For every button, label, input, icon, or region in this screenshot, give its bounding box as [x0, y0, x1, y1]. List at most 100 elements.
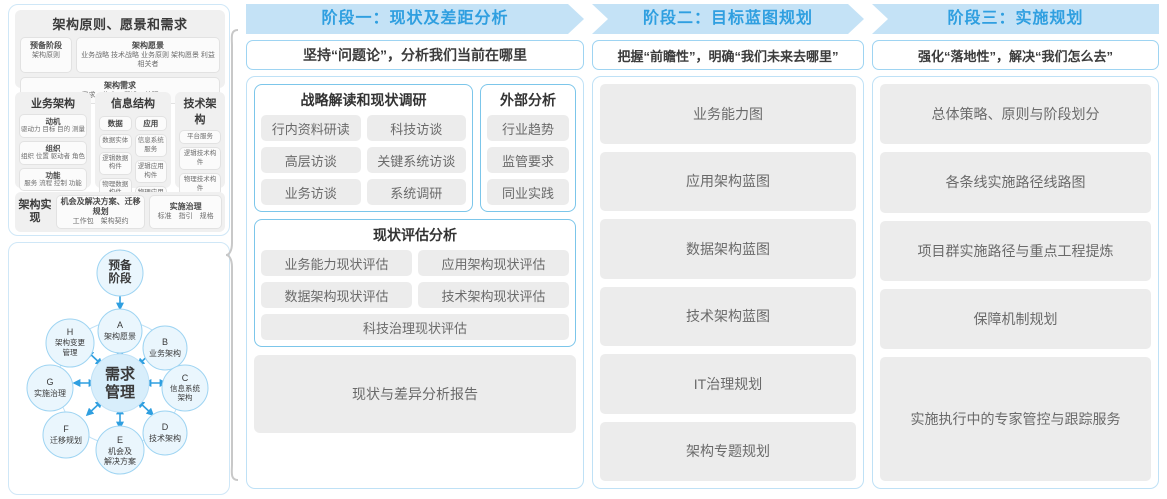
- assessment-item-technology-architecture[interactable]: 技术架构现状评估: [418, 282, 569, 308]
- assessment-item-tech-governance[interactable]: 科技治理现状评估: [261, 314, 569, 340]
- information-system-service-items: 信息系统服务: [137, 137, 164, 153]
- adm-center-line2: 管理: [105, 383, 135, 401]
- organization-items: 组织 位置 驱动者 角色: [21, 153, 85, 161]
- stage-2-item-data-blueprint[interactable]: 数据架构蓝图: [600, 219, 856, 279]
- strategy-item-internal-docs[interactable]: 行内资料研读: [261, 115, 361, 141]
- stage-2-header: 阶段二：目标蓝图规划: [592, 4, 864, 34]
- strategy-item-tech-interview[interactable]: 科技访谈: [366, 115, 466, 141]
- stage-3-title: 阶段三：实施规划: [947, 10, 1084, 27]
- function-head: 功能: [45, 170, 61, 180]
- stage-1-column: 阶段一：现状及差距分析 坚持“问题论”，分析我们当前在哪里 战略解读和现状调研 …: [246, 4, 584, 495]
- assessment-row-2: 数据架构现状评估 技术架构现状评估: [261, 282, 569, 308]
- information-system-service-cell: 信息系统服务: [134, 134, 167, 158]
- data-head: 数据: [107, 119, 123, 128]
- external-item-regulatory[interactable]: 监管要求: [487, 147, 569, 173]
- logical-application-component-items: 逻辑应用构件: [137, 163, 164, 179]
- togaf-framework-panel: 架构原则、愿景和需求 预备阶段 架构原则 架构愿景 业务战略 技术战略 业务原则…: [8, 4, 230, 236]
- adm-node-F-key: F: [63, 424, 69, 434]
- technology-architecture-head: 技术架构: [183, 98, 217, 126]
- function-items: 服务 流程 控制 功能: [24, 180, 82, 187]
- stage-3-item-overall-strategy[interactable]: 总体策略、原则与阶段划分: [880, 84, 1151, 145]
- motivation-items: 驱动力 目标 目的 测量: [21, 126, 85, 134]
- adm-node-G-label: 实施治理: [34, 388, 66, 398]
- technology-architecture-column: 技术架构 平台服务 逻辑技术构件 物理技术构件: [175, 92, 225, 197]
- stage-3-header: 阶段三：实施规划: [872, 4, 1159, 34]
- stage-3-item-line-roadmap[interactable]: 各条线实施路径线路图: [880, 152, 1151, 213]
- adm-node-A-label: 架构愿景: [104, 331, 136, 341]
- adm-node-H-label2: 管理: [63, 347, 78, 357]
- logical-technology-component-items: 逻辑技术构件: [183, 150, 217, 166]
- opportunity-head: 机会及解决方案、迁移规划: [60, 197, 141, 217]
- strategy-item-system-survey[interactable]: 系统调研: [366, 179, 466, 205]
- stage-1-header: 阶段一：现状及差距分析: [246, 4, 584, 34]
- adm-node-H-key: H: [67, 327, 74, 337]
- motivation-head: 动机: [45, 117, 61, 126]
- strategy-item-exec-interview[interactable]: 高层访谈: [261, 147, 361, 173]
- adm-node-C-label2: 架构: [178, 392, 193, 402]
- stage-2-column: 阶段二：目标蓝图规划 把握“前瞻性”，明确“我们未来去哪里” 业务能力图 应用架…: [592, 4, 864, 495]
- adm-node-B-key: B: [162, 337, 168, 347]
- stage-3-item-list: 总体策略、原则与阶段划分 各条线实施路径线路图 项目群实施路径与重点工程提炼 保…: [880, 84, 1151, 481]
- stage-2-item-technology-blueprint[interactable]: 技术架构蓝图: [600, 286, 856, 346]
- stage-2-item-business-capability-map[interactable]: 业务能力图: [600, 84, 856, 144]
- adm-node-E-label1: 机会及: [108, 446, 132, 456]
- adm-node-C-label1: 信息系统: [170, 383, 200, 393]
- adm-cycle-panel: 预备 阶段 需求 管理 A 架构愿景 B 业务架构 C 信息系统 架构 D 技术…: [8, 242, 230, 495]
- stage-1-body: 战略解读和现状调研 行内资料研读 科技访谈 高层访谈 关键系统访谈 业务访谈 系…: [246, 76, 584, 489]
- stage-1-chevron-icon: [246, 4, 584, 34]
- stage-1-subtitle: 坚持“问题论”，分析我们当前在哪里: [246, 40, 584, 70]
- left-reference-column: 架构原则、愿景和需求 预备阶段 架构原则 架构愿景 业务战略 技术战略 业务原则…: [8, 4, 230, 495]
- information-structure-column: 信息结构 数据 数据实体 逻辑数据构件 物理数据构件: [95, 92, 171, 209]
- business-architecture-head: 业务架构: [31, 98, 75, 110]
- implementation-governance-box: 实施治理 标准 指引 规格: [149, 195, 222, 229]
- stage-2-title: 阶段二：目标蓝图规划: [642, 10, 813, 27]
- stage-3-chevron-icon: [872, 4, 1159, 34]
- principles-section-title: 架构原则、愿景和需求: [52, 17, 188, 32]
- governance-head: 实施治理: [169, 202, 202, 212]
- stage-3-body: 总体策略、原则与阶段划分 各条线实施路径线路图 项目群实施路径与重点工程提炼 保…: [872, 76, 1159, 489]
- stage-3-item-program-roadmap[interactable]: 项目群实施路径与重点工程提炼: [880, 220, 1151, 281]
- assessment-item-business-capability[interactable]: 业务能力现状评估: [261, 250, 412, 276]
- stage-1-top-row: 战略解读和现状调研 行内资料研读 科技访谈 高层访谈 关键系统访谈 业务访谈 系…: [254, 84, 576, 212]
- assessment-item-data-architecture[interactable]: 数据架构现状评估: [261, 282, 412, 308]
- strategy-row-1: 行内资料研读 科技访谈: [261, 115, 466, 141]
- assessment-row-1: 业务能力现状评估 应用架构现状评估: [261, 250, 569, 276]
- adm-node-D-label: 技术架构: [149, 433, 181, 443]
- assessment-item-application-architecture[interactable]: 应用架构现状评估: [418, 250, 569, 276]
- adm-node-G-key: G: [46, 377, 53, 387]
- organization-cell: 组织 组织 位置 驱动者 角色: [19, 140, 87, 165]
- external-item-industry-trend[interactable]: 行业趋势: [487, 115, 569, 141]
- application-subcolumn: 应用 信息系统服务 逻辑应用构件 物理应用构件: [134, 113, 167, 209]
- stage-2-body: 业务能力图 应用架构蓝图 数据架构蓝图 技术架构蓝图 IT治理规划 架构专题规划: [592, 76, 864, 489]
- physical-technology-component-items: 物理技术构件: [183, 176, 217, 192]
- strategy-research-group: 战略解读和现状调研 行内资料研读 科技访谈 高层访谈 关键系统访谈 业务访谈 系…: [254, 84, 473, 212]
- current-state-assessment-title: 现状评估分析: [373, 227, 457, 243]
- adm-node-E-key: E: [117, 435, 123, 445]
- stage-1-report-output[interactable]: 现状与差异分析报告: [254, 355, 576, 433]
- data-head-cell: 数据: [99, 116, 132, 132]
- external-analysis-group: 外部分析 行业趋势 监管要求 同业实践: [480, 84, 576, 212]
- data-entity-items: 数据实体: [102, 137, 129, 145]
- brace-connector: [226, 29, 239, 481]
- stage-2-item-it-governance-plan[interactable]: IT治理规划: [600, 354, 856, 414]
- current-state-assessment-group: 现状评估分析 业务能力现状评估 应用架构现状评估 数据架构现状评估 技术架构现状…: [254, 219, 576, 347]
- architecture-principles-section: 架构原则、愿景和需求 预备阶段 架构原则 架构愿景 业务战略 技术战略 业务原则…: [15, 10, 225, 105]
- strategy-item-key-system-interview[interactable]: 关键系统访谈: [366, 147, 466, 173]
- adm-node-D-key: D: [162, 422, 169, 432]
- stage-3-item-assurance-plan[interactable]: 保障机制规划: [880, 288, 1151, 350]
- stage-2-item-application-blueprint[interactable]: 应用架构蓝图: [600, 151, 856, 211]
- stage-2-item-architecture-topic-plan[interactable]: 架构专题规划: [600, 421, 856, 481]
- stage-3-column: 阶段三：实施规划 强化“落地性”，解决“我们怎么去” 总体策略、原则与阶段划分 …: [872, 4, 1159, 495]
- strategy-item-business-interview[interactable]: 业务访谈: [261, 179, 361, 205]
- external-item-peer-practice[interactable]: 同业实践: [487, 179, 569, 205]
- adm-node-C-key: C: [182, 373, 189, 383]
- stage-3-item-expert-tracking-service[interactable]: 实施执行中的专家管控与跟踪服务: [880, 357, 1151, 481]
- architecture-realization-section: 架构实现 机会及解决方案、迁移规划 工作包 架构契约 实施治理 标准 指引 规格: [15, 192, 225, 232]
- logical-data-component-cell: 逻辑数据构件: [99, 151, 132, 175]
- strategy-row-3: 业务访谈 系统调研: [261, 179, 466, 205]
- strategy-row-2: 高层访谈 关键系统访谈: [261, 147, 466, 173]
- architecture-vision-head: 架构愿景: [132, 41, 164, 50]
- organization-head: 组织: [45, 143, 61, 153]
- adm-node-E-label2: 解决方案: [104, 456, 136, 466]
- logical-technology-component-cell: 逻辑技术构件: [179, 147, 221, 171]
